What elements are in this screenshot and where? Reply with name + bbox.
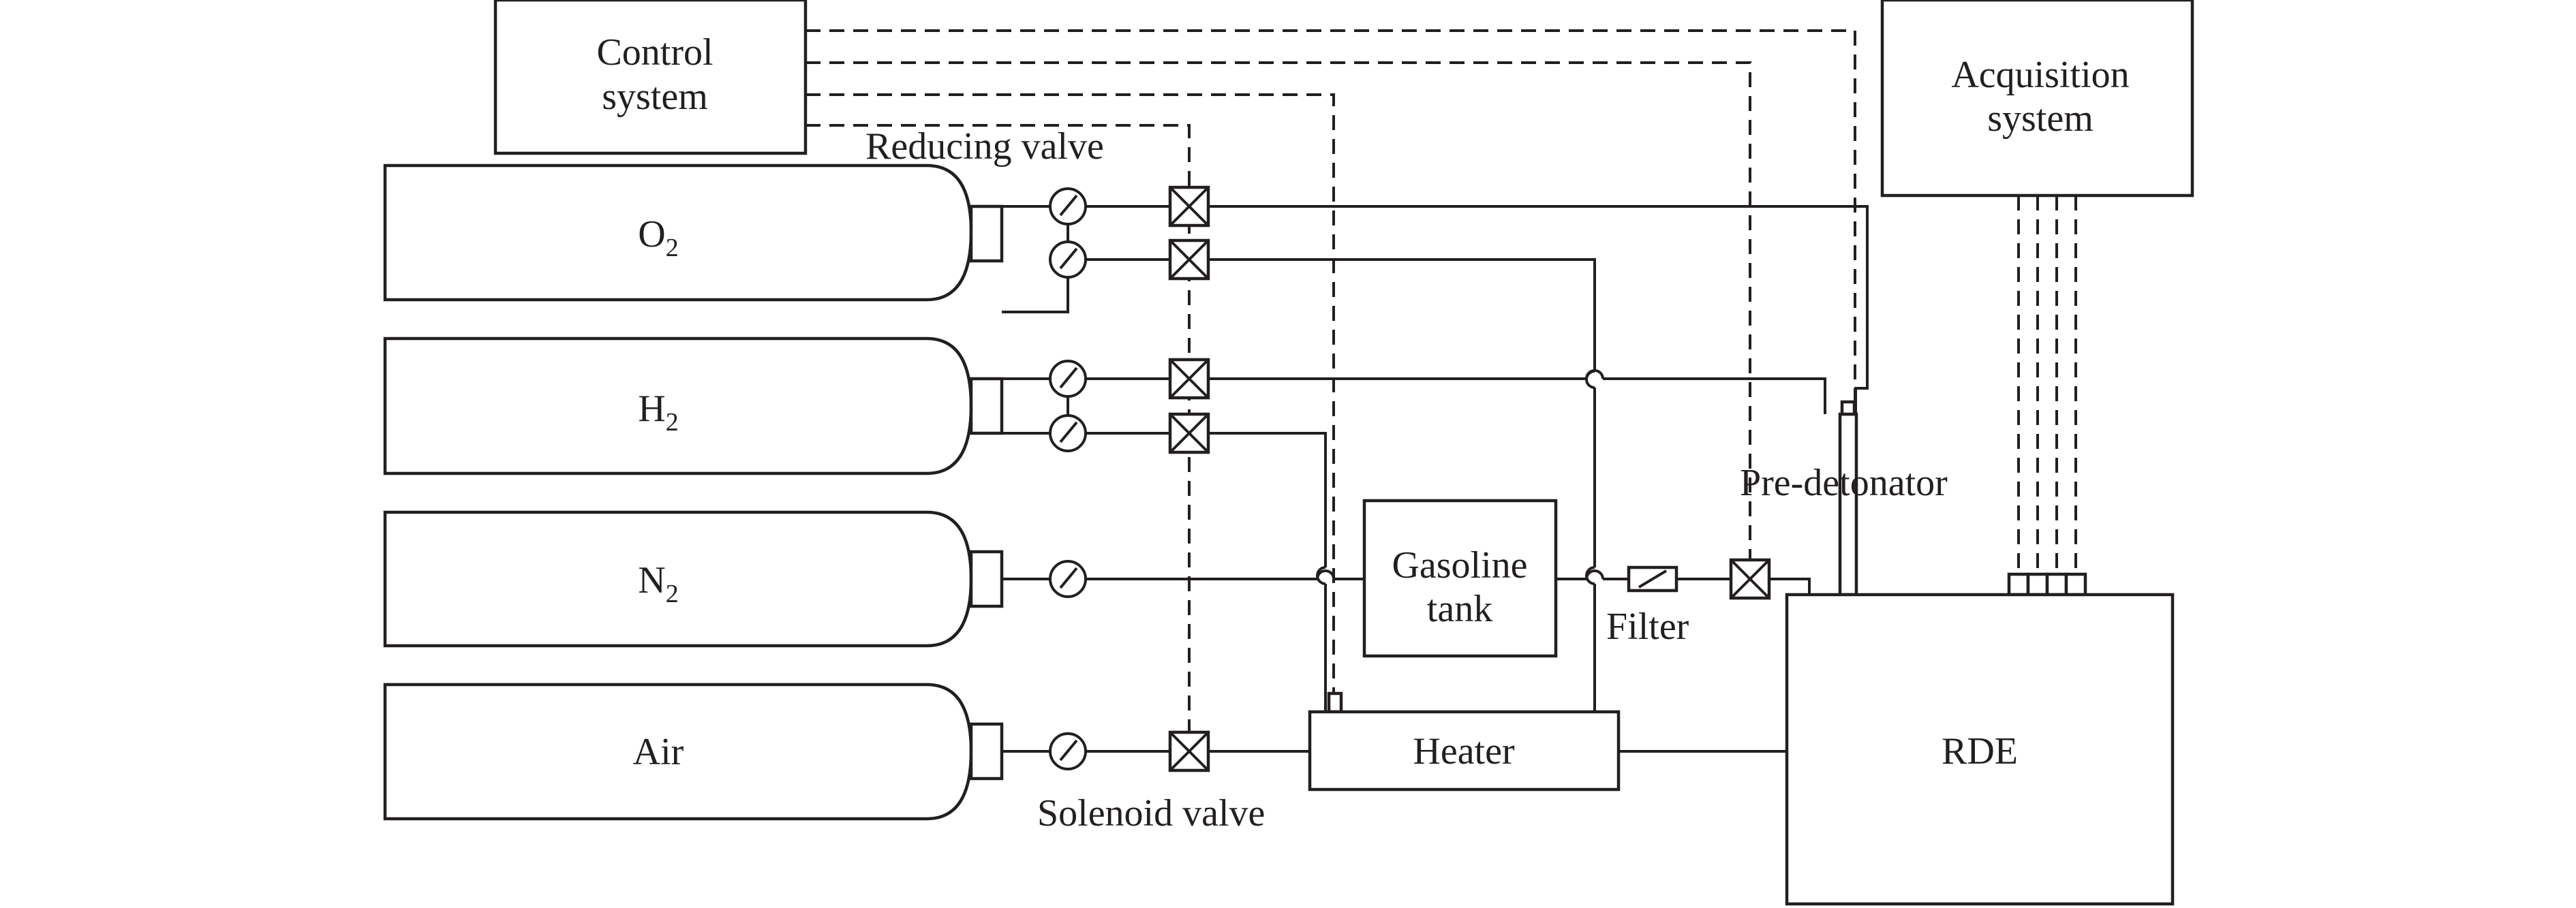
reducing-valve-air [1049, 732, 1087, 770]
gasoline-tank: Gasoline tank [1362, 499, 1558, 658]
acquisition-system-box: Acquisition system [1880, 0, 2194, 198]
air-cylinder: Air [383, 683, 1004, 821]
solenoid-valve-o2-2 [1170, 240, 1208, 279]
filter-label: Filter [1606, 606, 1689, 648]
solenoid-valve-h2-2 [1170, 414, 1208, 452]
solenoid-valves [1170, 187, 1769, 770]
svg-text:H2: H2 [638, 388, 678, 437]
o2-cylinder: O2 [383, 163, 1004, 302]
solenoid-valve-air [1170, 732, 1208, 770]
gas-pipes [1002, 205, 1869, 753]
acquisition-system-label-line2: system [1987, 97, 2094, 140]
control-system-box: Control system [493, 0, 808, 155]
reducing-valve-label: Reducing valve [865, 125, 1104, 168]
control-signal-lines [806, 29, 2087, 732]
filter-symbol [1627, 565, 1678, 593]
h2-label: H [638, 388, 665, 430]
gasoline-tank-label-line1: Gasoline [1392, 544, 1527, 586]
pre-detonator-label: Pre-detonator [1740, 462, 1948, 504]
reducing-valve-h2-1 [1049, 360, 1087, 398]
n2-subscript: 2 [666, 580, 679, 608]
heater: Heater [1308, 710, 1621, 792]
heater-label: Heater [1413, 730, 1515, 772]
reducing-valve-h2-2 [1049, 414, 1087, 452]
n2-cylinder: N2 [383, 510, 1004, 648]
acquisition-system-label-line1: Acquisition [1951, 54, 2129, 96]
reducing-valves [1049, 187, 1087, 770]
o2-subscript: 2 [666, 234, 679, 262]
rde-label: RDE [1942, 730, 2018, 772]
air-label: Air [633, 731, 684, 773]
n2-label: N [638, 559, 665, 601]
h2-subscript: 2 [666, 408, 679, 437]
svg-text:N2: N2 [638, 559, 678, 608]
reducing-valve-n2 [1049, 560, 1087, 598]
gasoline-tank-label-line2: tank [1427, 588, 1492, 630]
solenoid-valve-gasoline [1731, 560, 1769, 598]
rde: RDE [1785, 593, 2175, 906]
svg-text:O2: O2 [638, 213, 678, 262]
reducing-valve-o2-2 [1049, 240, 1087, 279]
solenoid-valve-label: Solenoid valve [1037, 792, 1265, 834]
h2-cylinder: H2 [383, 336, 1004, 475]
o2-label: O [638, 213, 665, 255]
reducing-valve-o2-1 [1049, 187, 1087, 225]
solenoid-valve-o2-1 [1170, 187, 1208, 225]
control-system-label-line1: Control [596, 31, 713, 74]
control-system-label-line2: system [602, 76, 708, 118]
solenoid-valve-h2-1 [1170, 360, 1208, 398]
